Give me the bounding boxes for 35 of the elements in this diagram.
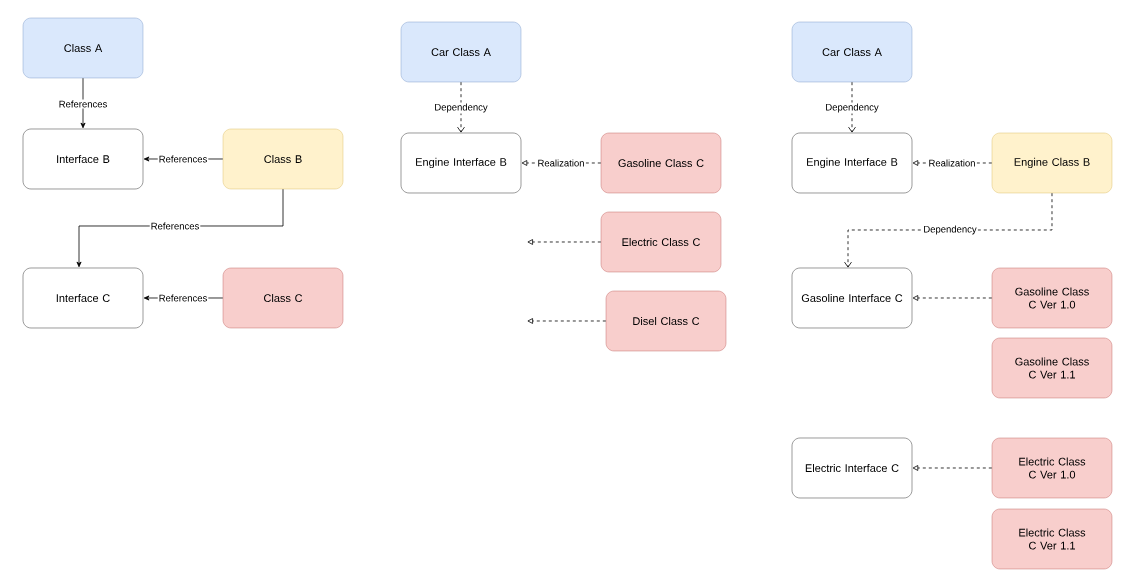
class-box: Class C xyxy=(222,267,344,329)
arrow xyxy=(527,239,602,245)
class-box: Class B xyxy=(222,128,344,190)
arrow xyxy=(80,77,86,129)
interface-box: Electric Interface C xyxy=(791,437,913,499)
class-box: Car Class A xyxy=(791,21,913,83)
edge-label: Dependency xyxy=(824,102,880,114)
arrow xyxy=(848,81,856,133)
interface-box: Interface C xyxy=(22,267,144,329)
class-box: Disel Class C xyxy=(605,290,727,352)
arrow xyxy=(912,295,993,301)
class-box: Gasoline Class C xyxy=(600,132,722,194)
edge-label: Dependency xyxy=(922,224,978,236)
interface-box: Gasoline Interface C xyxy=(791,267,913,329)
interface-box: Engine Interface B xyxy=(400,132,522,194)
edge-label: References xyxy=(157,293,209,303)
class-box: Electric Class C Ver 1.0 xyxy=(991,437,1113,499)
class-box: Class A xyxy=(22,17,144,79)
class-box: Gasoline Class C Ver 1.1 xyxy=(991,337,1113,399)
arrow xyxy=(527,318,607,324)
class-box: Car Class A xyxy=(400,21,522,83)
class-box: Electric Class C Ver 1.1 xyxy=(991,508,1113,570)
interface-box: Engine Interface B xyxy=(791,132,913,194)
class-box: Gasoline Class C Ver 1.0 xyxy=(991,267,1113,329)
edge-label: Dependency xyxy=(433,102,489,114)
arrow xyxy=(457,81,465,133)
edge-label: References xyxy=(157,154,209,164)
class-box: Engine Class B xyxy=(991,132,1113,194)
edge-label: Realization xyxy=(927,158,977,168)
class-box: Electric Class C xyxy=(600,211,722,273)
arrow xyxy=(912,465,993,471)
edge-label: References xyxy=(57,99,109,109)
interface-box: Interface B xyxy=(22,128,144,190)
edge-label: References xyxy=(149,221,201,231)
edge-label: Realization xyxy=(536,158,586,168)
